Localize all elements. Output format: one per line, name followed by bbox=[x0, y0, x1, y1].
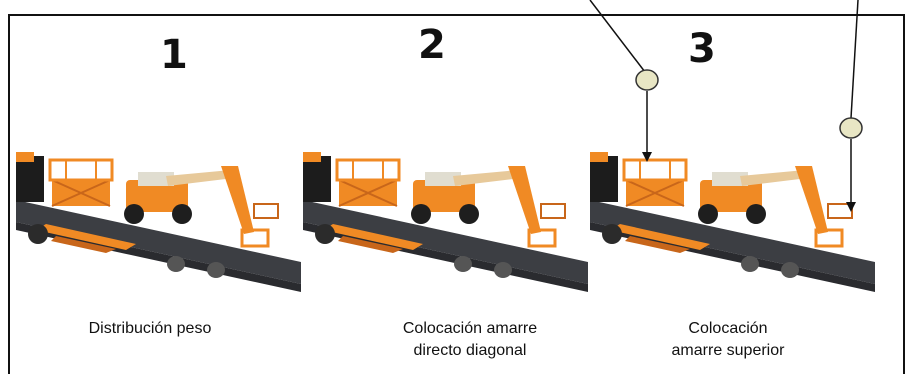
panel-2-number: 2 bbox=[418, 22, 446, 68]
pointer-line-2 bbox=[850, 0, 859, 119]
panel-3-caption-line-1: Colocación bbox=[688, 320, 768, 337]
marker-circle-icon bbox=[839, 117, 863, 139]
figure-frame bbox=[8, 14, 905, 374]
pointer-line-1 bbox=[589, 0, 646, 73]
panel-2-illustration bbox=[301, 150, 590, 294]
panel-1-illustration bbox=[14, 150, 303, 294]
arrow-down-icon bbox=[846, 139, 856, 212]
panel-2-caption-line-1: Colocación amarre bbox=[402, 320, 538, 337]
panel-2-caption: Colocación amarre directo diagonal bbox=[355, 318, 585, 362]
panel-1-caption-line-1: Distribución peso bbox=[88, 320, 212, 337]
arrow-down-icon bbox=[642, 91, 652, 162]
panel-3-caption-line-2: amarre superior bbox=[671, 342, 785, 359]
panel-2-caption-line-2: directo diagonal bbox=[413, 342, 527, 359]
panel-3-number: 3 bbox=[688, 26, 716, 72]
panel-1-number: 1 bbox=[160, 32, 188, 78]
marker-circle-icon bbox=[635, 69, 659, 91]
panel-1-caption: Distribución peso bbox=[40, 318, 260, 340]
panel-3-caption: Colocación amarre superior bbox=[628, 318, 828, 362]
panel-3-illustration bbox=[588, 150, 877, 294]
